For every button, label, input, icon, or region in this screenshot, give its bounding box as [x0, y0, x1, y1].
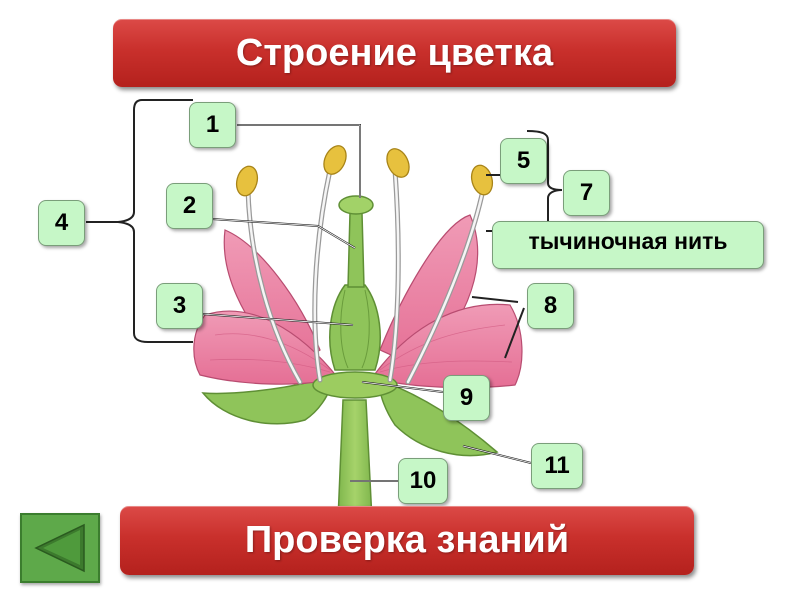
callout-10[interactable]: 10 [398, 458, 448, 504]
title-banner: Строение цветка [113, 19, 676, 87]
callout-1[interactable]: 1 [189, 102, 236, 148]
anther [235, 165, 259, 197]
check-knowledge-button[interactable]: Проверка знаний [120, 506, 694, 575]
check-knowledge-label: Проверка знаний [244, 519, 570, 561]
back-button[interactable] [20, 513, 100, 583]
sepal-right [379, 378, 499, 457]
callout-2[interactable]: 2 [166, 183, 213, 229]
style [347, 212, 365, 288]
callout-5[interactable]: 5 [500, 138, 547, 184]
callout-9[interactable]: 9 [443, 375, 490, 421]
stem [337, 399, 373, 521]
triangle-left-icon [34, 523, 85, 573]
filament-label: тычиночная нить [528, 228, 728, 254]
callout-4[interactable]: 4 [38, 200, 85, 246]
anther [386, 148, 410, 178]
page-title: Строение цветка [235, 31, 554, 74]
receptacle [312, 371, 398, 399]
anther [323, 145, 347, 175]
sepal-left [201, 379, 331, 425]
callout-8[interactable]: 8 [527, 283, 574, 329]
filament-label-box: тычиночная нить [492, 221, 764, 269]
callout-11[interactable]: 11 [531, 443, 583, 489]
ovary [329, 284, 381, 371]
petal-front-right [371, 303, 523, 389]
callout-7[interactable]: 7 [563, 170, 610, 216]
petal-front-left [193, 310, 340, 385]
callout-3[interactable]: 3 [156, 283, 203, 329]
anther [470, 164, 494, 196]
stigma [338, 195, 374, 215]
